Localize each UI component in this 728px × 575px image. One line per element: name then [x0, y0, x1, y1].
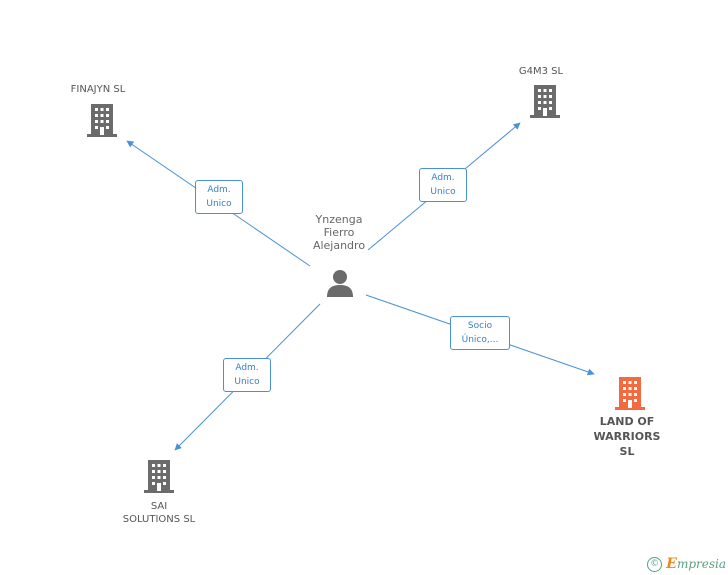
building-icon[interactable] — [86, 103, 118, 137]
relation-role-line: Socio — [467, 321, 493, 331]
relation-role-line: Unico — [234, 377, 260, 387]
person-name-line: Fierro — [323, 226, 355, 239]
company-name-line: SOLUTIONS SL — [122, 514, 196, 525]
copyright-icon: © — [647, 556, 663, 572]
building-icon[interactable] — [143, 459, 175, 493]
relation-label-g4m3[interactable]: Adm. Unico — [419, 168, 467, 202]
relation-role-line: Adm. — [235, 363, 259, 373]
building-icon-highlighted[interactable] — [614, 376, 646, 410]
relation-label-finajyn[interactable]: Adm. Unico — [195, 180, 243, 214]
relation-role-line: Adm. — [207, 185, 231, 195]
brand-logo: Empresia — [666, 556, 726, 572]
company-name-line: LAND OF — [599, 415, 655, 428]
company-name-g4m3[interactable]: G4M3 SL — [518, 66, 564, 77]
relation-role-line: Único,... — [461, 335, 499, 345]
person-name-line: Ynzenga — [315, 213, 363, 226]
building-icon[interactable] — [529, 84, 561, 118]
company-name-sai[interactable]: SAI SOLUTIONS SL — [101, 500, 217, 526]
company-name-finajyn[interactable]: FINAJYN SL — [70, 84, 126, 95]
relation-role-line: Unico — [206, 199, 232, 209]
company-name-line: WARRIORS — [593, 430, 661, 443]
relation-label-sai[interactable]: Adm. Unico — [223, 358, 271, 392]
relation-label-land[interactable]: Socio Único,... — [450, 316, 510, 350]
company-name-line: SAI — [150, 501, 168, 512]
brand-watermark: © Empresia — [647, 556, 726, 572]
company-name-land-of-warriors[interactable]: LAND OF WARRIORS SL — [576, 414, 678, 459]
person-name-line: Alejandro — [312, 239, 366, 252]
person-icon[interactable] — [325, 268, 355, 298]
company-name-line: SL — [619, 445, 635, 458]
relation-role-line: Unico — [430, 187, 456, 197]
person-name[interactable]: Ynzenga Fierro Alejandro — [286, 213, 392, 252]
relation-role-line: Adm. — [431, 173, 455, 183]
